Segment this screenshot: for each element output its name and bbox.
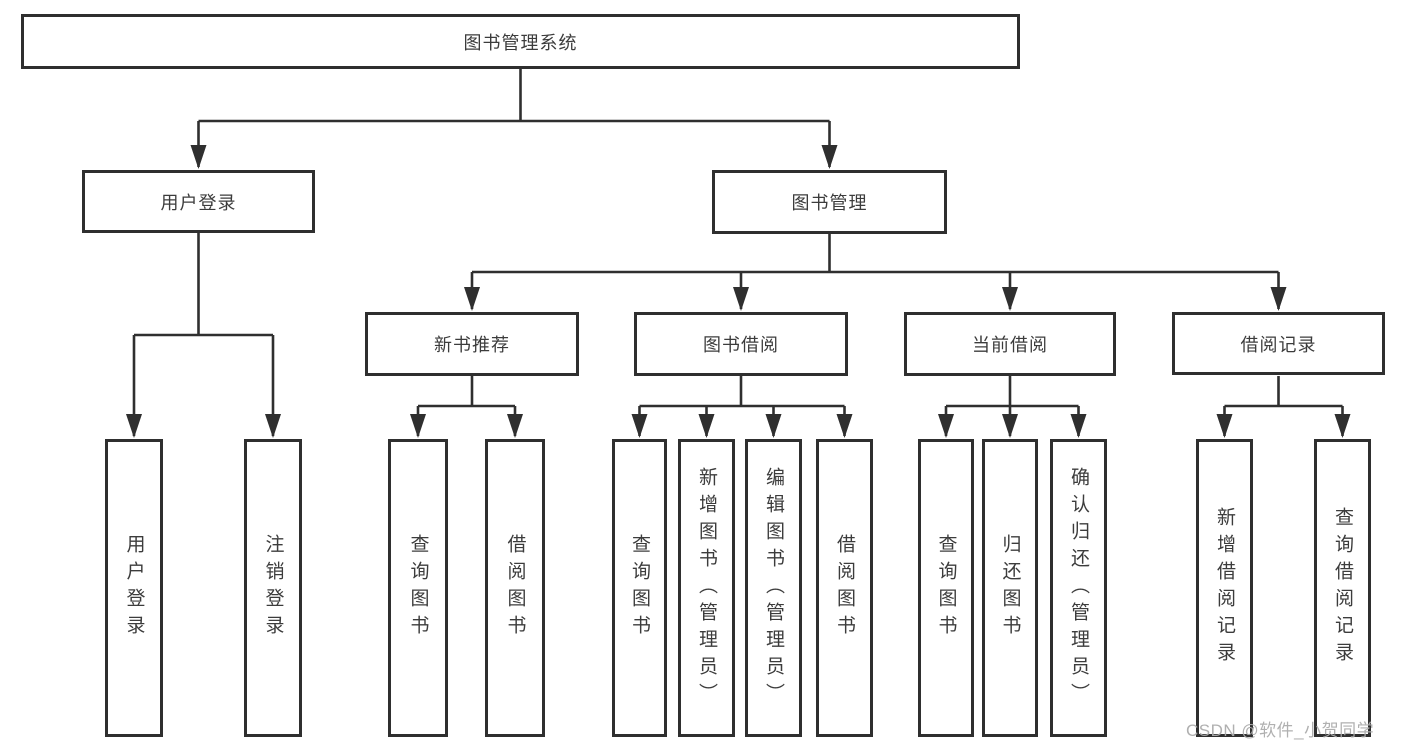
leaf-return-books: 归还图书: [982, 439, 1038, 737]
leaf-logout: 注销登录: [244, 439, 302, 737]
node-new-book-recommend: 新书推荐: [365, 312, 579, 376]
node-library-system: 图书管理系统: [21, 14, 1020, 69]
leaf-add-books-admin: 新增图书（管理员）: [678, 439, 735, 737]
leaf-borrow-books: 借阅图书: [816, 439, 873, 737]
leaf-edit-books-admin: 编辑图书（管理员）: [745, 439, 802, 737]
node-borrow-records: 借阅记录: [1172, 312, 1385, 375]
leaf-confirm-return-admin: 确认归还（管理员）: [1050, 439, 1107, 737]
leaf-user-login: 用户登录: [105, 439, 163, 737]
node-current-borrow: 当前借阅: [904, 312, 1116, 376]
node-book-management: 图书管理: [712, 170, 947, 234]
leaf-query-books-borrow: 查询图书: [612, 439, 667, 737]
node-user-login: 用户登录: [82, 170, 315, 233]
leaf-add-borrow-record: 新增借阅记录: [1196, 439, 1253, 737]
leaf-query-books-current: 查询图书: [918, 439, 974, 737]
node-book-borrow: 图书借阅: [634, 312, 848, 376]
leaf-query-borrow-record: 查询借阅记录: [1314, 439, 1371, 737]
leaf-query-books-recommend: 查询图书: [388, 439, 448, 737]
watermark-text: CSDN @软件_小贺同学: [1186, 721, 1375, 740]
leaf-borrow-books-recommend: 借阅图书: [485, 439, 545, 737]
